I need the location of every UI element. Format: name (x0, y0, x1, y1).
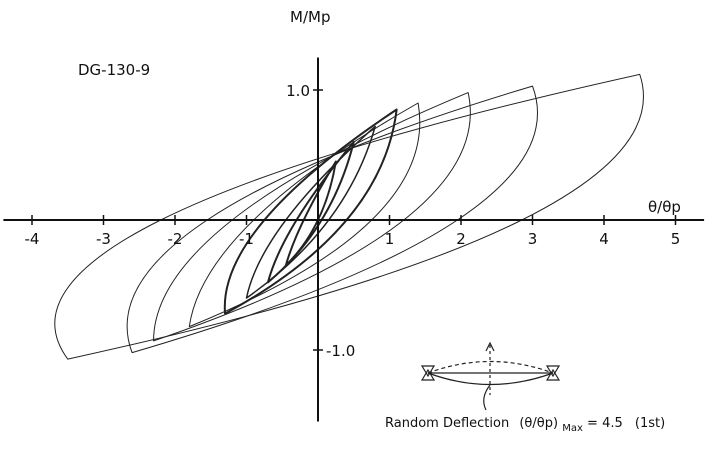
hysteresis-loop-3 (153, 92, 471, 342)
x-tick-label: 1 (385, 230, 395, 248)
annotation-ratio-num: θ (524, 416, 532, 431)
beam-diagram-icon (420, 341, 561, 411)
hysteresis-loop-1 (54, 73, 644, 360)
annotation-subscript: Max (562, 423, 583, 434)
annotation-paren-open: ( (519, 416, 524, 431)
y-axis-label: M/Mp (290, 8, 330, 26)
hysteresis-loop-5 (223, 108, 398, 315)
x-axis-label: θ/θp (648, 198, 681, 216)
annotation-ratio-den: θp (537, 416, 553, 431)
annotation-text: Random Deflection (θ/θp) Max = 4.5 (1st) (385, 416, 665, 435)
annotation-value: = 4.5 (587, 416, 623, 431)
x-tick-label: 5 (671, 230, 681, 248)
x-tick-label: -1 (239, 230, 254, 248)
hysteresis-loops (54, 73, 644, 360)
hysteresis-loop-8 (284, 160, 337, 267)
x-tick-label: -2 (168, 230, 183, 248)
x-tick-label: 2 (456, 230, 466, 248)
y-tick-label: -1.0 (326, 342, 355, 360)
x-tick-label: 4 (599, 230, 609, 248)
hysteresis-loop-6 (245, 125, 376, 299)
x-tick-label: -4 (25, 230, 40, 248)
hysteresis-loop-4 (188, 102, 421, 328)
axis-ticks: -4 -3 -2 -1 1 2 3 4 5 1.0 -1.0 (25, 82, 681, 360)
x-tick-label: -3 (96, 230, 111, 248)
y-tick-label: 1.0 (286, 82, 310, 100)
hysteresis-loop-2 (126, 85, 538, 354)
x-tick-label: 3 (528, 230, 538, 248)
annotation-suffix: (1st) (635, 416, 665, 431)
specimen-label: DG-130-9 (78, 61, 150, 79)
annotation-prefix: Random Deflection (385, 416, 509, 431)
